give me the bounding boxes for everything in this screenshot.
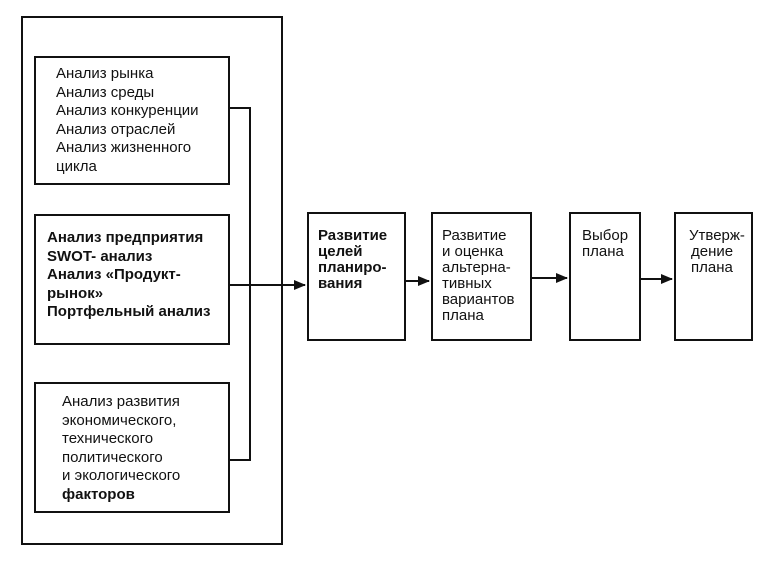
- factors-analysis-line: экономического,: [62, 411, 177, 429]
- step-choice-line: Выбор: [582, 227, 629, 244]
- step-choice-line: плана: [582, 243, 624, 260]
- market-analysis-line: Анализ рынка: [56, 65, 154, 82]
- step-choice-text: Выбор плана: [582, 228, 639, 260]
- step-alternatives-line: плана: [442, 307, 484, 324]
- step-alternatives-box: Развитие и оценка альтерна- тивных вариа…: [431, 212, 532, 341]
- step-goals-box: Развитие целей планиро- вания: [307, 212, 406, 341]
- market-analysis-line: цикла: [56, 157, 97, 175]
- step-goals-line: вания: [318, 275, 363, 292]
- step-goals-line: целей: [318, 243, 363, 260]
- company-analysis-line: рынок»: [47, 284, 104, 302]
- factors-analysis-line: Анализ развития: [62, 393, 180, 410]
- market-analysis-line: Анализ отраслей: [56, 120, 176, 138]
- step-goals-line: Развитие: [318, 227, 388, 244]
- step-goals-line: планиро-: [318, 259, 387, 276]
- step-goals-text: Развитие целей планиро- вания: [318, 228, 404, 292]
- step-approval-line: дение: [691, 243, 734, 260]
- factors-analysis-line: и экологического: [62, 467, 181, 484]
- step-alternatives-line: тивных: [442, 275, 492, 292]
- company-analysis-line: Анализ предприятия: [47, 229, 204, 246]
- market-analysis-text: Анализ рынка Анализ среды Анализ конкуре…: [56, 65, 228, 176]
- market-analysis-box: Анализ рынка Анализ среды Анализ конкуре…: [34, 56, 230, 185]
- step-approval-line: плана: [691, 259, 733, 276]
- factors-analysis-text: Анализ развития экономического, техничес…: [62, 393, 228, 504]
- step-alternatives-line: вариантов: [442, 291, 515, 308]
- step-approval-text: Утверж- дение плана: [689, 228, 751, 276]
- step-choice-box: Выбор плана: [569, 212, 641, 341]
- company-analysis-text: Анализ предприятия SWOT- анализ Анализ «…: [47, 229, 228, 322]
- company-analysis-box: Анализ предприятия SWOT- анализ Анализ «…: [34, 214, 230, 345]
- market-analysis-line: Анализ жизненного: [56, 139, 192, 156]
- company-analysis-line: Анализ «Продукт-: [47, 266, 181, 283]
- factors-analysis-line: политического: [62, 448, 163, 466]
- company-analysis-line: SWOT- анализ: [47, 247, 153, 265]
- market-analysis-line: Анализ среды: [56, 83, 155, 101]
- step-approval-box: Утверж- дение плана: [674, 212, 753, 341]
- factors-analysis-line: факторов: [62, 485, 135, 503]
- step-alternatives-text: Развитие и оценка альтерна- тивных вариа…: [442, 228, 530, 324]
- factors-analysis-line: технического: [62, 430, 154, 447]
- step-approval-line: Утверж-: [689, 227, 745, 244]
- company-analysis-line: Портфельный анализ: [47, 303, 211, 320]
- step-alternatives-line: альтерна-: [442, 259, 511, 276]
- factors-analysis-box: Анализ развития экономического, техничес…: [34, 382, 230, 513]
- market-analysis-line: Анализ конкуренции: [56, 102, 199, 119]
- step-alternatives-line: и оценка: [442, 243, 504, 260]
- step-alternatives-line: Развитие: [442, 227, 507, 244]
